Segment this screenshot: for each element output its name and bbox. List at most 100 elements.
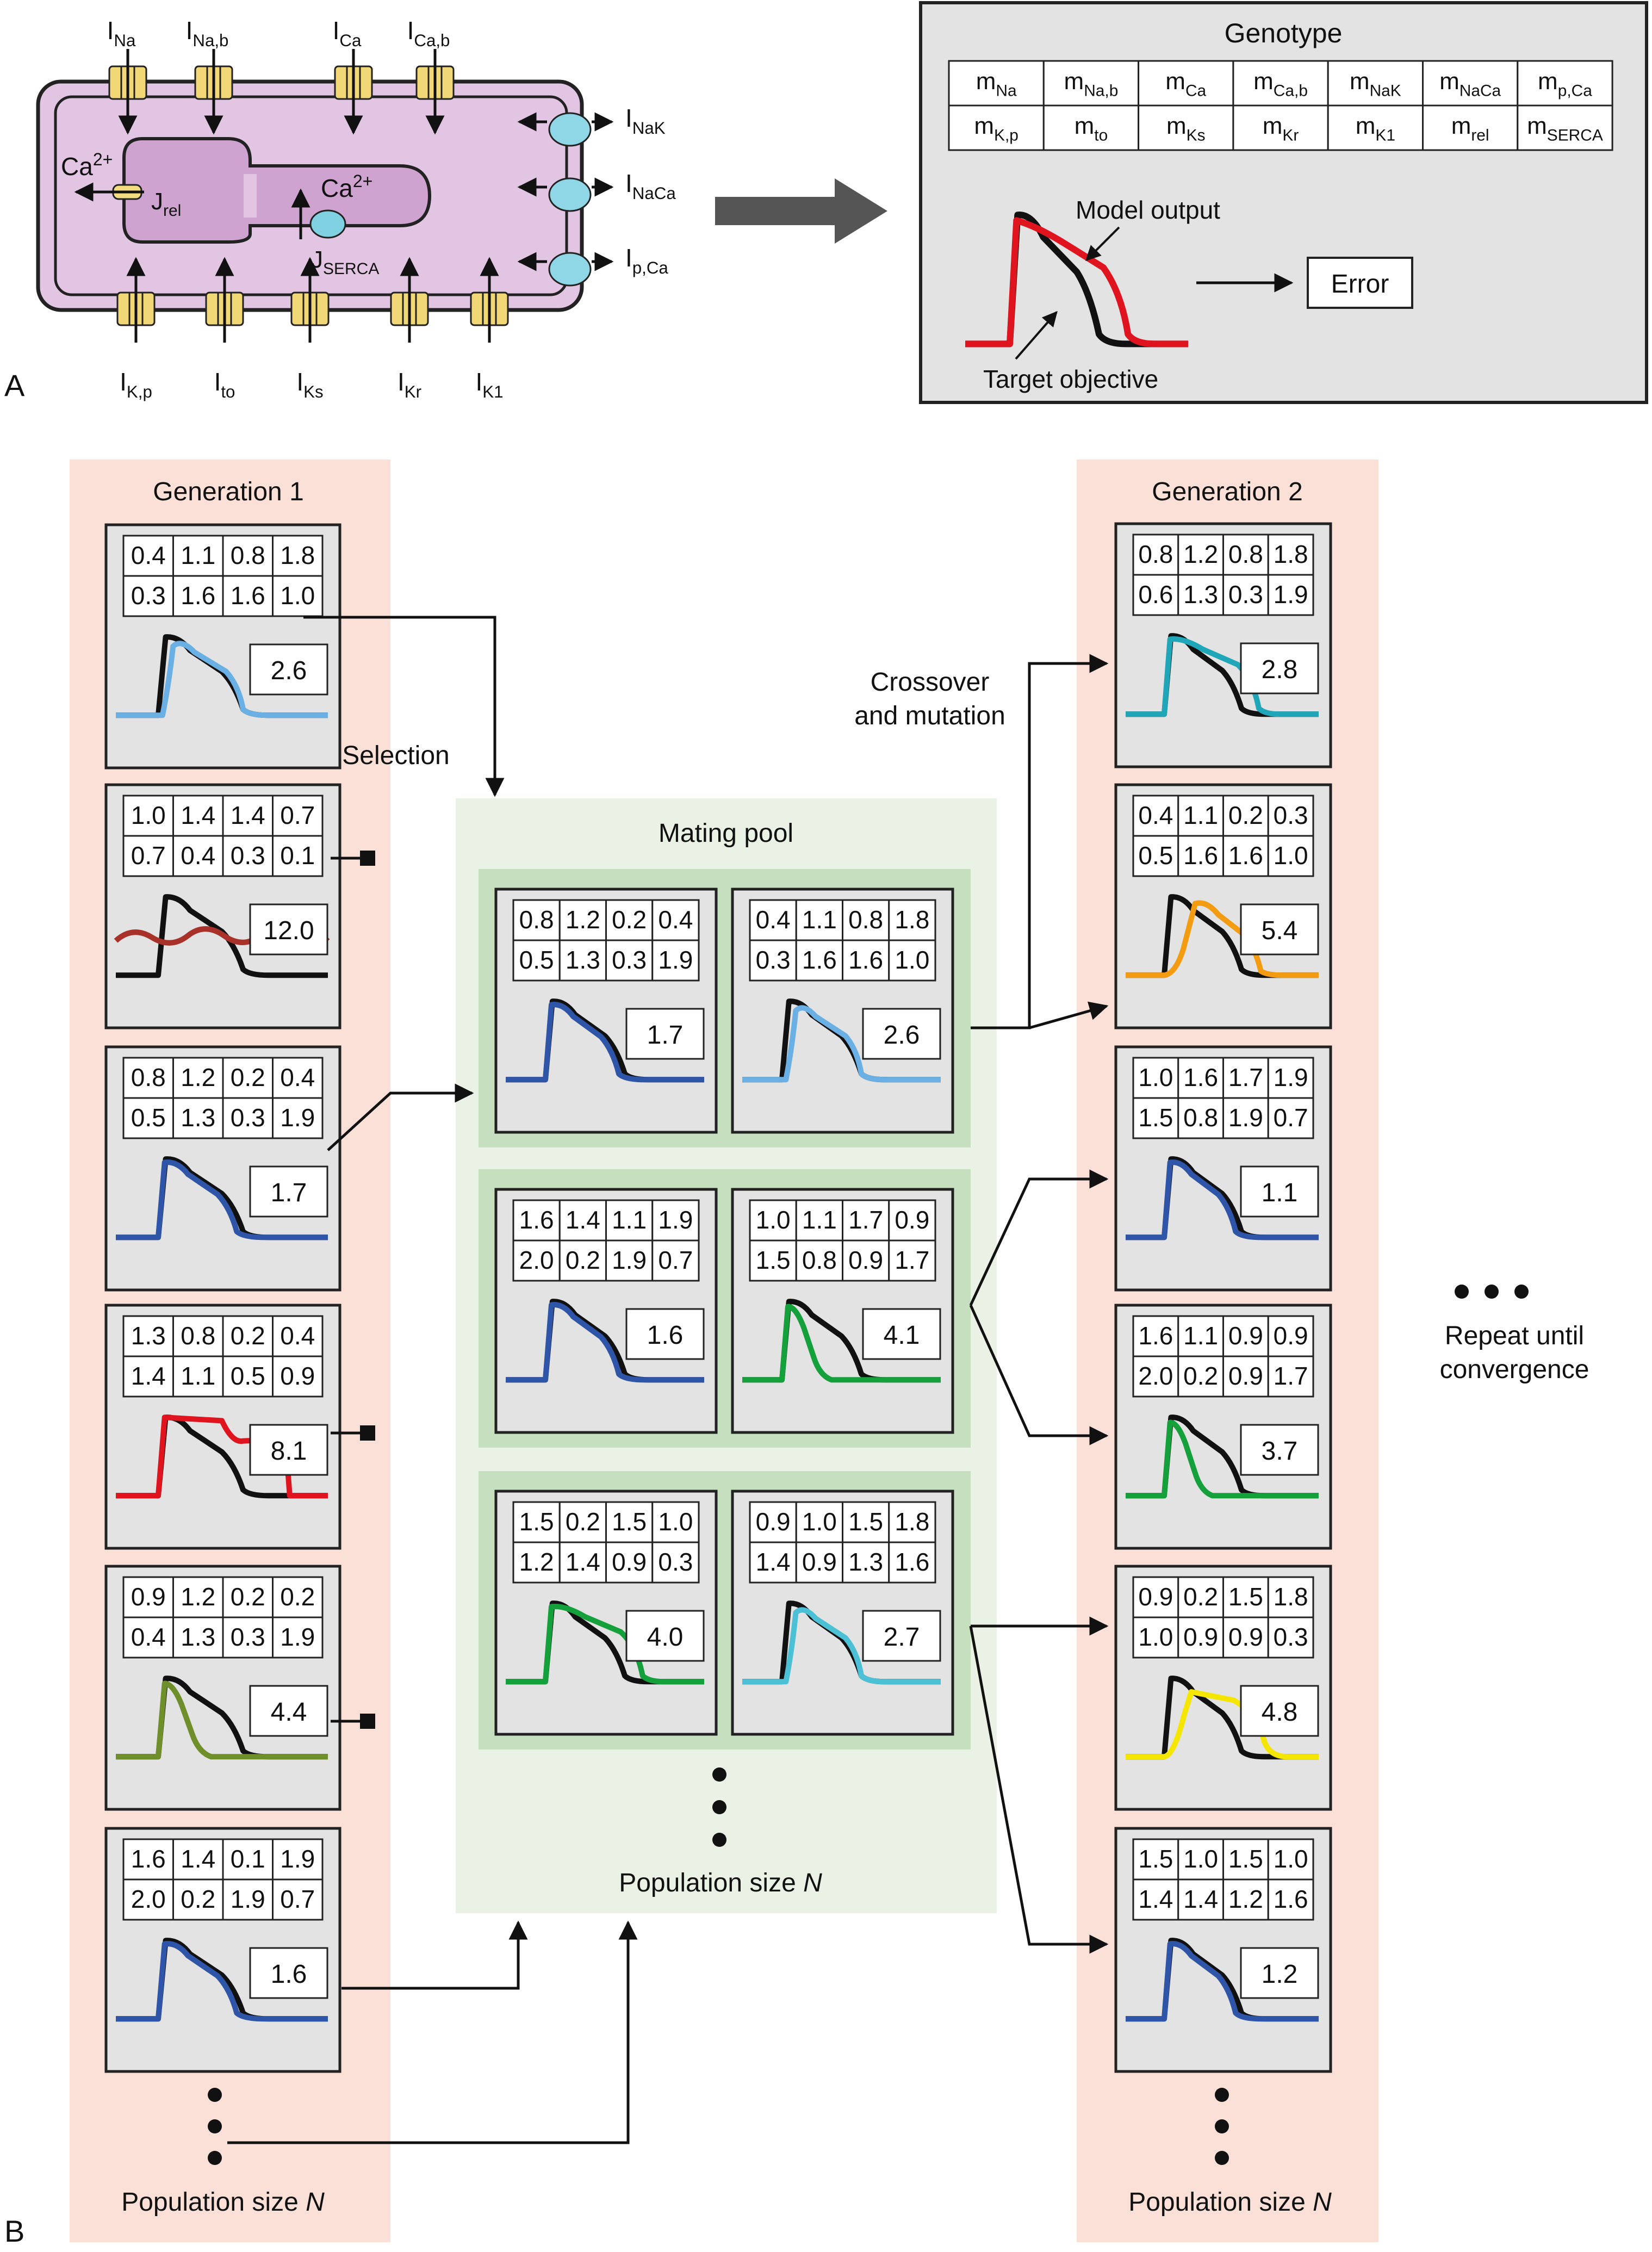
- gene-value: 0.8: [1138, 540, 1173, 568]
- genotype-cell: [1422, 60, 1519, 107]
- error-score: 1.6: [271, 1960, 307, 1989]
- gene-value: 1.8: [1274, 540, 1308, 568]
- selection-arrow-more: [227, 1920, 638, 2144]
- gene-cell: [651, 1541, 700, 1584]
- genotype-cell: [1042, 104, 1140, 151]
- gene-cell: [172, 1057, 224, 1099]
- ion-channel-icon: [415, 49, 455, 135]
- ion-channel-icon: [116, 257, 156, 343]
- gene-value: 1.9: [612, 1246, 647, 1274]
- gene-cell: [651, 1199, 700, 1242]
- gene-cell: [272, 835, 324, 877]
- gene-value: 0.2: [231, 1063, 265, 1091]
- gene-value: 1.9: [280, 1845, 315, 1873]
- gene-cell: [888, 1501, 936, 1543]
- gene-value: 0.9: [802, 1548, 837, 1576]
- gene-cell: [1267, 1097, 1314, 1139]
- gene-cell: [842, 1239, 890, 1282]
- genotype-cell: [1517, 104, 1613, 151]
- rejection-markers: [360, 851, 375, 1729]
- error-score: 4.0: [647, 1623, 684, 1652]
- gene-value: 1.1: [181, 541, 215, 569]
- gene-value: 0.9: [1138, 1583, 1173, 1611]
- gene-value: 0.9: [1228, 1623, 1263, 1651]
- gene-value: 1.0: [895, 946, 929, 974]
- error-score-box: [1240, 1424, 1319, 1476]
- gene-value: 0.9: [1228, 1362, 1263, 1390]
- gene-value: 0.4: [131, 1623, 166, 1651]
- gene-cell: [222, 575, 274, 617]
- gene-cell: [272, 795, 324, 837]
- gene-value: 1.9: [280, 1103, 315, 1132]
- genotype-gene-label: mp,Ca: [1538, 68, 1592, 100]
- gene-value: 1.4: [131, 1362, 166, 1390]
- panel-b: Generation 1 Generation 2 Mating pool 0.…: [4, 460, 1589, 2248]
- error-score: 2.6: [884, 1021, 920, 1050]
- gene-value: 0.2: [566, 1507, 600, 1536]
- gene-cell: [1222, 1355, 1269, 1398]
- genotype-gene-label: mto: [1075, 113, 1108, 144]
- gene-value: 1.4: [181, 801, 215, 829]
- error-score: 4.8: [1262, 1698, 1298, 1727]
- error-score-box: [1240, 1165, 1319, 1218]
- gene-cell: [749, 1239, 797, 1282]
- gene-value: 0.7: [131, 841, 166, 870]
- current-label-right: Ip,Ca: [625, 244, 668, 277]
- gene-cell: [795, 939, 843, 982]
- gene-cell: [222, 535, 274, 577]
- gene-cell: [795, 1541, 843, 1584]
- gene-value: 1.3: [566, 946, 600, 974]
- selection-label: Selection: [342, 741, 449, 770]
- gene-value: 1.2: [181, 1583, 215, 1611]
- gene-cell: [842, 1199, 890, 1242]
- genotype-gene-label: mNaK: [1350, 68, 1401, 100]
- gene-value: 1.1: [802, 905, 837, 934]
- gene-value: 1.3: [131, 1322, 166, 1350]
- error-score: 3.7: [1262, 1437, 1298, 1466]
- gene-value: 1.6: [231, 581, 265, 610]
- gene-cell: [749, 1501, 797, 1543]
- gene-value: 1.4: [1138, 1885, 1173, 1913]
- genotype-gene-label: mCa: [1165, 68, 1206, 100]
- gene-value: 0.3: [1274, 801, 1308, 829]
- gene-value: 0.4: [131, 541, 166, 569]
- gene-cell: [605, 1541, 654, 1584]
- genotype-gene-label: mSERCA: [1527, 113, 1603, 144]
- selection-arrow-2: [327, 1083, 474, 1151]
- model-trace: [506, 1002, 704, 1083]
- gene-value: 0.7: [280, 1885, 315, 1913]
- gene-cell: [1177, 1616, 1224, 1659]
- genotype-gene-label: mKs: [1166, 113, 1206, 144]
- error-score-box: [249, 1685, 328, 1737]
- error-score: 12.0: [263, 916, 314, 945]
- rejection-marker-2: [360, 851, 375, 866]
- genotype-gene-label: mNa,b: [1064, 68, 1119, 100]
- gene-cell: [1222, 1838, 1269, 1881]
- target-trace: [116, 894, 328, 978]
- gene-value: 0.2: [231, 1322, 265, 1350]
- gene-cell: [122, 795, 174, 837]
- gene-value: 0.2: [1183, 1362, 1218, 1390]
- gene-value: 0.4: [280, 1322, 315, 1350]
- gene-value: 0.3: [131, 581, 166, 610]
- gene-cell: [1177, 533, 1224, 576]
- ca-left-label: Ca2+: [61, 150, 113, 181]
- gene-value: 0.9: [895, 1206, 929, 1234]
- gene-value: 0.4: [181, 841, 215, 870]
- genotype-gene-label: mK1: [1356, 113, 1395, 144]
- gene-value: 1.4: [181, 1845, 215, 1873]
- gene-value: 1.3: [848, 1548, 883, 1576]
- model-trace: [116, 1680, 328, 1760]
- gene-value: 0.8: [848, 905, 883, 934]
- gene-cell: [222, 1355, 274, 1398]
- model-trace: [1126, 900, 1319, 978]
- error-score: 4.4: [271, 1698, 307, 1727]
- pool-population-label: Population size N: [619, 1869, 822, 1897]
- gene-cell: [749, 1541, 797, 1584]
- rejection-marker-5: [360, 1714, 375, 1729]
- error-score: 2.7: [884, 1623, 920, 1652]
